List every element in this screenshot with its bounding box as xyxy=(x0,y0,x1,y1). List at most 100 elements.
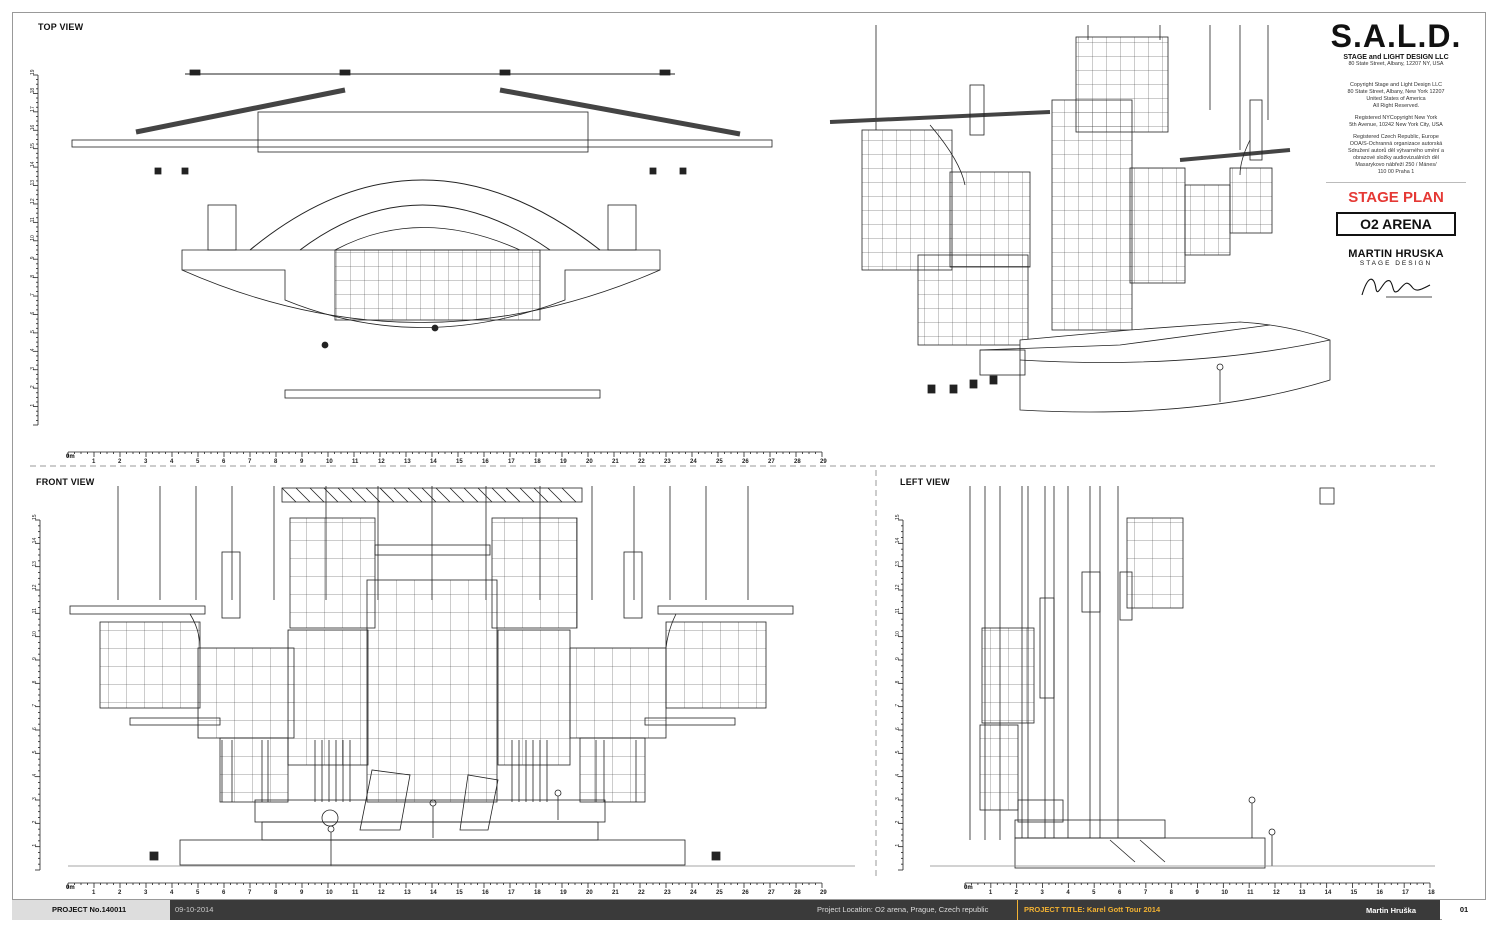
top-v-scale-label: 1 xyxy=(30,404,36,407)
left-view-elevation xyxy=(930,486,1435,869)
left-h-scale-label: 2 xyxy=(1015,890,1019,896)
left-h-scale-label: 16 xyxy=(1376,890,1383,896)
front-v-scale-label: 7 xyxy=(32,704,38,707)
left-v-scale-label: 11 xyxy=(895,608,901,613)
left-h-scale-label: 12 xyxy=(1273,890,1280,896)
left-v-scale-label: 13 xyxy=(895,561,901,567)
front-h-scale-label: 3 xyxy=(144,890,148,896)
perspective-view xyxy=(829,25,1331,413)
top-v-scale-label: 13 xyxy=(30,180,36,186)
registered-us-line-2: 5th Avenue, 10242 New York City, USA xyxy=(1349,122,1443,128)
front-h-scale-label: 25 xyxy=(716,890,723,896)
front-prop-right xyxy=(459,774,499,831)
registered-cz-line-5: Masarykovo nábřeží 250 / Mánes/ xyxy=(1355,162,1437,168)
front-v-scale-label: 1 xyxy=(32,844,38,847)
top-v-scale-label: 15 xyxy=(30,143,36,149)
front-v-scale-label: 8 xyxy=(32,680,38,683)
front-v-scale-label: 14 xyxy=(32,538,38,544)
top-h-scale-label: 4 xyxy=(170,459,174,465)
front-v-scale-label: 12 xyxy=(32,584,38,590)
company-name: STAGE and LIGHT DESIGN LLC xyxy=(1343,54,1449,61)
registered-cz-line-4: obrazové složky audiovizuálních děl xyxy=(1352,155,1439,161)
left-v-scale-label: 6 xyxy=(895,727,901,730)
copyright-line-3: United States of America xyxy=(1366,96,1426,102)
top-truss-left-angle xyxy=(135,87,346,135)
top-h-scale-label: 11 xyxy=(352,459,359,465)
persp-screen-left xyxy=(861,129,953,271)
left-h-scale-label: 3 xyxy=(1041,890,1045,896)
registered-cz-line-1: Registered Czech Republic, Europe xyxy=(1353,134,1439,140)
front-h-scale-label: 2 xyxy=(118,890,122,896)
persp-truss-left xyxy=(829,110,1051,124)
top-h-scale-label: 21 xyxy=(612,459,619,465)
left-h-scale-label: 7 xyxy=(1144,890,1148,896)
top-h-scale-label: 22 xyxy=(638,459,645,465)
designer-subtitle: STAGE DESIGN xyxy=(1359,260,1433,267)
left-v-scale-label: 9 xyxy=(895,657,901,660)
front-screen-upper-right xyxy=(491,517,578,629)
top-h-scale-label: 13 xyxy=(404,459,411,465)
front-v-scale-label: 13 xyxy=(32,561,38,567)
front-h-scale-label: 26 xyxy=(742,890,749,896)
top-v-scale-label: 18 xyxy=(30,88,36,94)
front-v-scale-label: 2 xyxy=(32,820,38,823)
top-v-scale-label: 11 xyxy=(30,217,36,222)
registered-cz-line-2: OOA/S-Ochranná organizace autorská xyxy=(1349,141,1443,147)
page-number: 01 xyxy=(1442,900,1486,920)
left-v-scale-label: 3 xyxy=(895,797,901,800)
left-h-scale-label: 1 xyxy=(989,890,993,896)
top-scale-zero: 0m xyxy=(66,454,75,460)
left-h-scale-label: 6 xyxy=(1118,890,1122,896)
left-h-scale-label: 11 xyxy=(1247,890,1254,896)
registered-cz-line-3: Sdružení autorů děl výtvarného umění a xyxy=(1348,148,1444,154)
left-v-scale-label: 2 xyxy=(895,820,901,823)
top-v-scale-label: 16 xyxy=(30,124,36,130)
front-h-scale-label: 20 xyxy=(586,890,593,896)
top-front-truss xyxy=(284,389,601,399)
front-line-array-left xyxy=(221,551,241,619)
registered-cz-line-6: 110 00 Praha 1 xyxy=(1377,169,1415,175)
front-h-scale-label: 24 xyxy=(690,890,697,896)
top-v-scale-label: 19 xyxy=(30,69,36,75)
top-v-scale-label: 2 xyxy=(30,385,36,388)
front-h-scale-label: 23 xyxy=(664,890,671,896)
top-arch-outer xyxy=(249,179,601,251)
front-h-scale-label: 17 xyxy=(508,890,515,896)
top-v-scale-label: 5 xyxy=(30,330,36,333)
project-title: PROJECT TITLE: Karel Gott Tour 2014 xyxy=(1017,900,1160,920)
footer-brand-sub: StageDesign xyxy=(1375,928,1407,934)
left-v-scale-label: 5 xyxy=(895,750,901,753)
front-h-scale-label: 12 xyxy=(378,890,385,896)
front-top-truss xyxy=(281,487,583,503)
left-h-scale-label: 13 xyxy=(1299,890,1306,896)
top-v-scale-label: 4 xyxy=(30,348,36,351)
left-v-scale-label: 14 xyxy=(895,538,901,544)
left-h-scale-label: 4 xyxy=(1066,890,1070,896)
front-screen-far-right xyxy=(665,621,767,709)
front-h-scale-label: 22 xyxy=(638,890,645,896)
left-figures xyxy=(1248,796,1276,866)
top-h-scale-label: 6 xyxy=(222,459,226,465)
front-h-scale-label: 5 xyxy=(196,890,200,896)
top-h-scale-label: 26 xyxy=(742,459,749,465)
top-h-scale-label: 7 xyxy=(248,459,252,465)
front-screen-upper-left xyxy=(289,517,376,629)
front-h-scale-label: 4 xyxy=(170,890,174,896)
venue-box: O2 ARENA xyxy=(1336,212,1456,236)
left-v-scale-label: 1 xyxy=(895,844,901,847)
front-scale-zero: 0m xyxy=(66,885,75,891)
signature-icon xyxy=(1361,278,1432,298)
front-h-scale-label: 19 xyxy=(560,890,567,896)
left-v-scale-label: 4 xyxy=(895,774,901,777)
copyright-line-4: All Right Reserved. xyxy=(1372,103,1420,109)
top-h-scale-label: 16 xyxy=(482,459,489,465)
front-screen-far-left xyxy=(99,621,201,709)
front-h-scale-label: 7 xyxy=(248,890,252,896)
left-v-scale-label: 7 xyxy=(895,704,901,707)
top-v-scale-label: 9 xyxy=(30,256,36,259)
front-v-scale-label: 10 xyxy=(32,631,38,637)
